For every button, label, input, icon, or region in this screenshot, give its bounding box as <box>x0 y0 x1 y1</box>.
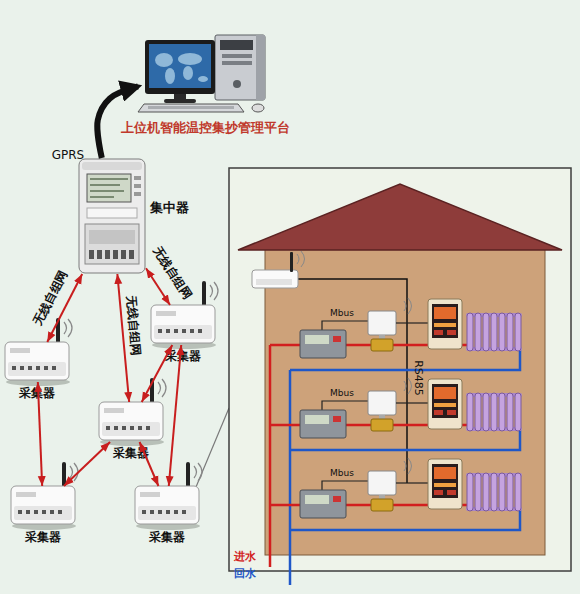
wireless-link-arrow <box>117 274 129 402</box>
device-icon <box>138 32 273 114</box>
device-icon <box>10 462 90 532</box>
rs485-bus <box>298 279 407 483</box>
wireless-link-arrow <box>64 442 110 486</box>
device-drawing <box>151 281 218 349</box>
node-label: 采集器 <box>13 530 73 544</box>
collector-node: 采集器 <box>10 486 76 526</box>
node-label: 采集器 <box>7 386 67 400</box>
device-icon <box>134 462 214 532</box>
computer-node: 上位机智能温控集抄管理平台 <box>138 32 273 112</box>
floor-unit <box>270 298 522 370</box>
supply-riser <box>269 345 272 567</box>
wireless-link-arrow <box>47 274 82 342</box>
connector-label: GPRS <box>52 149 85 162</box>
node-label: 采集器 <box>137 530 197 544</box>
wireless-link-arrow <box>169 345 181 486</box>
device-icon <box>4 318 84 388</box>
pipe-label: 回水 <box>234 568 256 580</box>
collector-node: 采集器 <box>134 486 200 526</box>
device-drawing <box>5 318 72 386</box>
pipe-label: 进水 <box>234 551 256 563</box>
device-drawing <box>135 462 202 530</box>
device-drawing <box>79 159 145 273</box>
house-collector-panel <box>256 279 292 285</box>
node-label: 采集器 <box>101 446 161 460</box>
return-riser <box>289 370 292 585</box>
connector-label: 无线自组网 <box>31 268 70 327</box>
node-label: 采集器 <box>153 349 213 363</box>
node-label: 上位机智能温控集抄管理平台 <box>106 120 305 136</box>
floor-unit <box>270 378 522 450</box>
bus-label: Mbus <box>330 469 354 479</box>
device-drawing <box>99 378 166 446</box>
house-wall <box>265 249 545 555</box>
concentrator-node: 集中器 <box>78 158 146 274</box>
device-drawing <box>11 462 78 530</box>
house-roof <box>238 184 562 250</box>
collector-node: 采集器 <box>98 402 164 442</box>
floor-unit <box>270 458 522 530</box>
device-icon <box>78 158 146 274</box>
bus-label: RS485 <box>412 360 424 396</box>
connector-label: 无线自组网 <box>124 296 143 357</box>
building-frame <box>229 168 571 571</box>
bus-label: Mbus <box>330 309 354 319</box>
connector-label: 无线自组网 <box>150 244 194 301</box>
house-collector-antenna <box>290 252 293 272</box>
wireless-link-arrow <box>146 268 170 305</box>
node-label: 集中器 <box>150 200 200 216</box>
collector-node: 采集器 <box>150 305 216 345</box>
house-collector <box>252 270 298 288</box>
device-drawing <box>138 35 265 112</box>
device-icon <box>98 378 178 448</box>
bus-label: Mbus <box>330 389 354 399</box>
radio-wave <box>297 251 305 267</box>
device-icon <box>150 281 230 351</box>
collector-node: 采集器 <box>4 342 70 382</box>
